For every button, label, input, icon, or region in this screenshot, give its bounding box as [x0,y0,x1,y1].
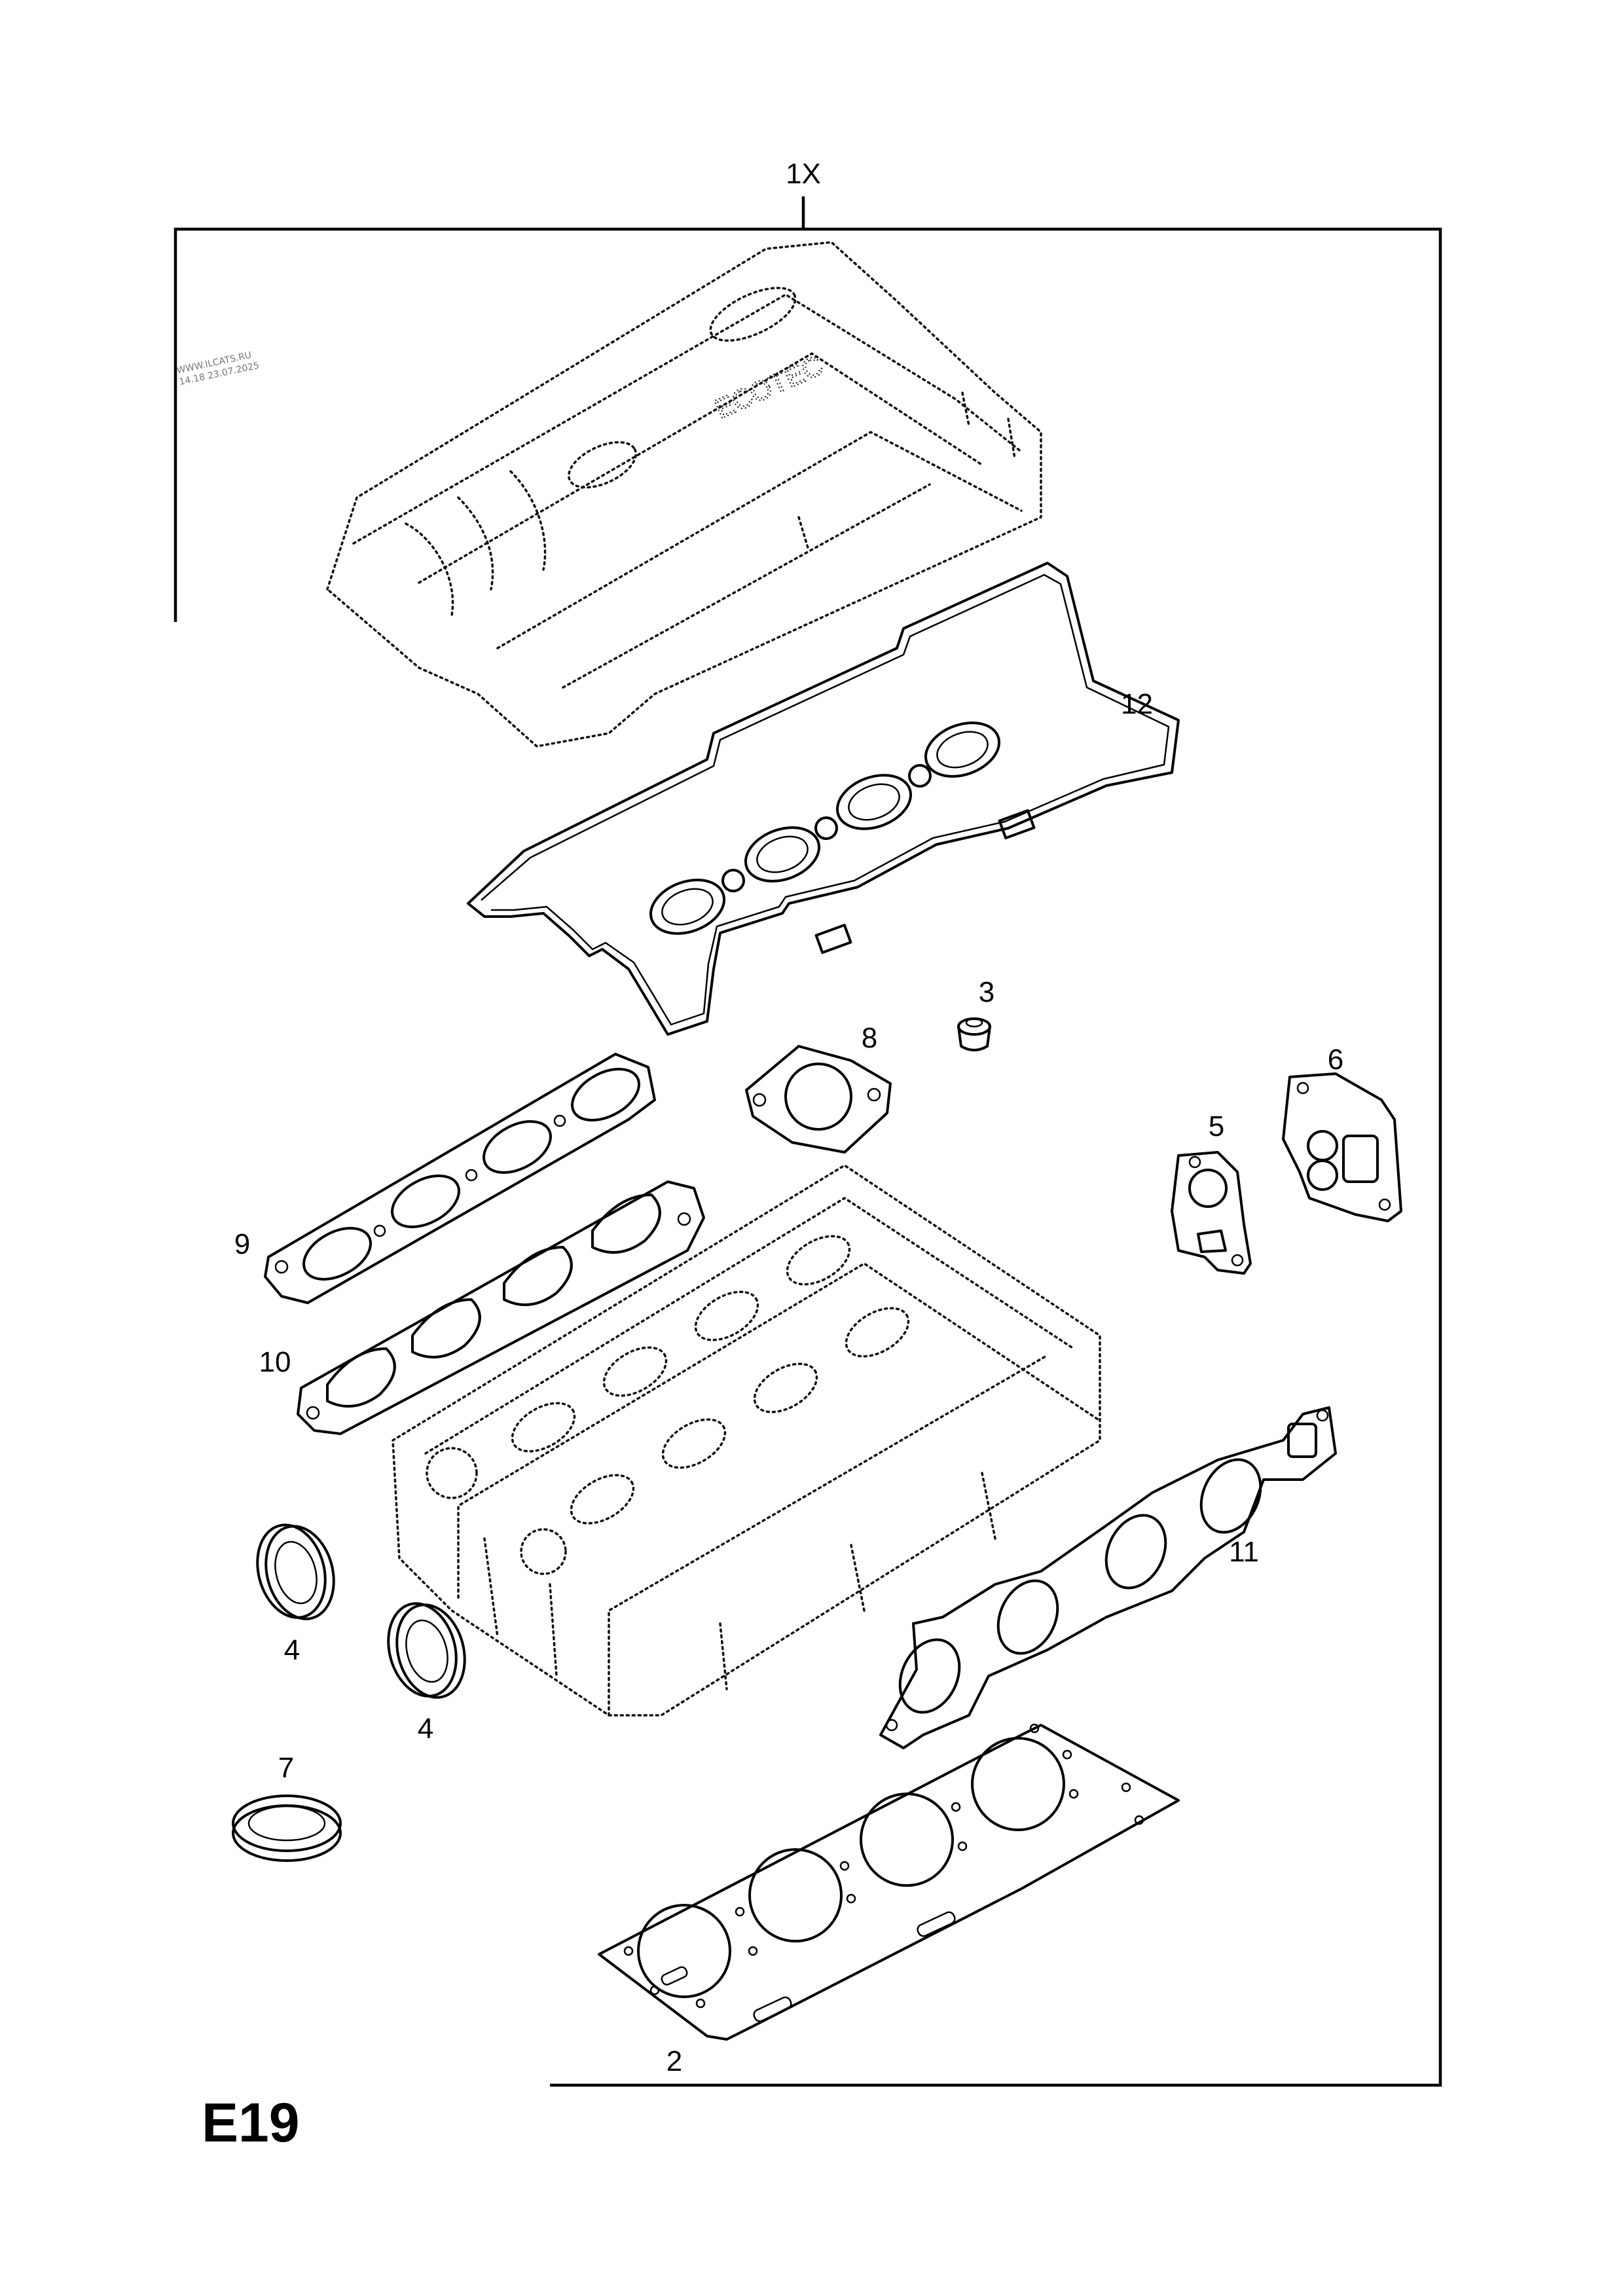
callout-5: 5 [1209,1110,1224,1142]
callout-9: 9 [234,1228,250,1260]
intake-gasket-part-9 [264,1053,656,1304]
ring-seal-part-7 [232,1795,342,1862]
callout-4-b: 4 [418,1713,433,1745]
callout-12: 12 [1121,688,1153,720]
callout-6: 6 [1328,1044,1343,1076]
throttle-gasket-part-8 [745,1045,892,1154]
callout-2: 2 [666,2045,682,2077]
kit-label: 1X [786,158,821,190]
callout-8: 8 [862,1022,877,1054]
callout-10: 10 [259,1346,291,1378]
oil-seal-part-4-a [256,1523,335,1620]
page-code: E19 [202,2092,300,2153]
valve-cover-ghost: ECOTEC [326,241,1042,748]
oil-seal-part-4-b [387,1602,466,1699]
gasket-part-6 [1282,1072,1402,1222]
small-gasket-part-5 [1171,1151,1252,1275]
valve-cover-gasket-part-12 [467,562,1180,1036]
valve-cover-logo: ECOTEC [710,350,828,424]
exhaust-gasket-part-11 [879,1406,1337,1749]
watermark: WWW.ILCATS.RU 14.18 23.07.2025 [175,350,260,388]
head-gasket-part-2 [598,1723,1180,2041]
callout-11: 11 [1229,1536,1259,1568]
cylinder-head-ghost [392,1164,1101,1717]
kit-bracket-frame [173,196,1442,2087]
callout-4-a: 4 [284,1634,300,1666]
intake-gasket-part-10 [297,1180,705,1435]
callout-7: 7 [278,1752,294,1784]
callout-3: 3 [979,976,994,1008]
plug-part-3 [957,1017,991,1051]
